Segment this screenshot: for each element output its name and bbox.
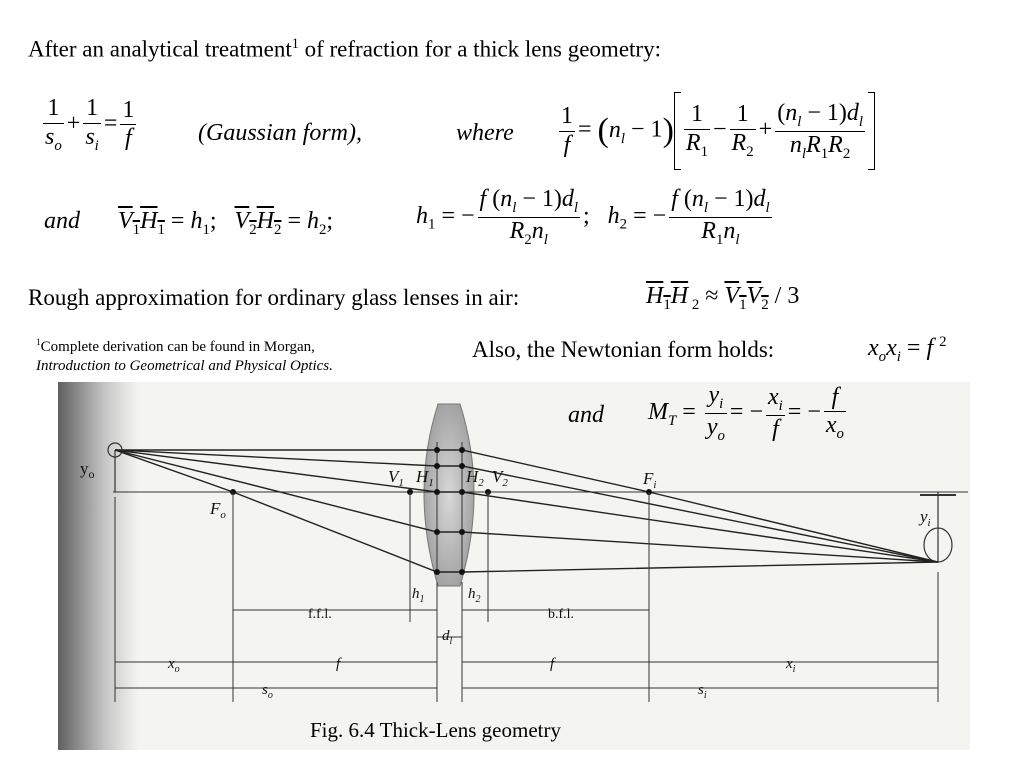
and-label-1: and xyxy=(44,208,80,234)
label-f-right: f xyxy=(550,656,556,672)
newtonian-text: Also, the Newtonian form holds: xyxy=(472,337,775,362)
label-yi: yi xyxy=(918,507,931,529)
label-v2: V2 xyxy=(492,467,508,489)
label-dim-h2: h2 xyxy=(468,586,481,605)
label-xo: xo xyxy=(167,656,180,675)
label-bfl: b.f.l. xyxy=(548,607,574,622)
dimension-lines xyxy=(114,492,939,702)
and-label-2: and xyxy=(568,402,604,428)
page-shadow xyxy=(58,382,138,750)
label-f-left: f xyxy=(336,656,342,672)
label-xi: xi xyxy=(785,656,796,675)
approximation-text: Rough approximation for ordinary glass l… xyxy=(28,285,520,310)
label-yo: yo xyxy=(80,459,95,481)
label-si: si xyxy=(698,682,707,701)
thick-lens-figure: yo V1 H1 H2 V2 Fi Fo yi f.f.l. b.f.l. h1… xyxy=(58,382,970,750)
label-dl: dl xyxy=(442,628,453,647)
label-ffl: f.f.l. xyxy=(308,607,332,622)
thick-lens xyxy=(423,403,475,587)
footnote: 1Complete derivation can be found in Mor… xyxy=(36,338,333,374)
figure-caption: Fig. 6.4 Thick-Lens geometry xyxy=(310,718,561,742)
label-h2: H2 xyxy=(465,467,484,489)
intro-text: After an analytical treatment1 of refrac… xyxy=(28,36,661,62)
label-fo: Fo xyxy=(209,499,226,521)
label-h1: H1 xyxy=(415,467,434,489)
label-fi: Fi xyxy=(642,469,656,491)
principal-plane-defs: V1H1 = h1; V2H2 = h2; xyxy=(118,208,334,238)
label-so: so xyxy=(262,682,273,701)
approximation-equation: H1H 2 ≈ V1V2 / 3 xyxy=(646,283,800,313)
figure-paper xyxy=(58,382,970,750)
label-v1: V1 xyxy=(388,467,404,489)
newtonian-equation: xoxi = f 2 xyxy=(868,334,947,365)
label-dim-h1: h1 xyxy=(412,586,425,605)
where-label: where xyxy=(456,120,514,146)
gaussian-form-label: (Gaussian form), xyxy=(198,120,363,146)
